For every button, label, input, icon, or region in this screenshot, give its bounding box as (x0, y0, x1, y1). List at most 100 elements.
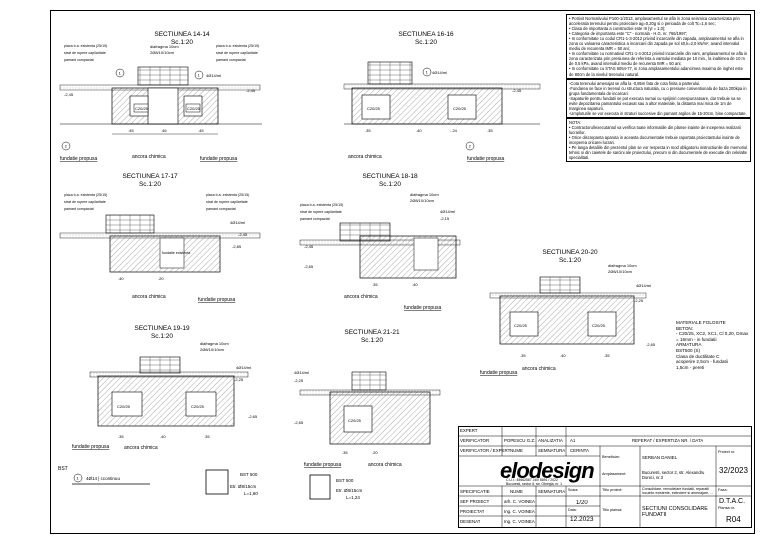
svg-text:.35: .35 (342, 450, 348, 455)
svg-text:2Ø8/10/10cm: 2Ø8/10/10cm (608, 269, 633, 274)
svg-text:2Ø8/10/10cm: 2Ø8/10/10cm (200, 347, 225, 352)
svg-text:BST 500: BST 500 (336, 478, 354, 483)
stirrup-label: 2Ø8/10/10cm (150, 50, 175, 55)
svg-text:-2,65: -2,65 (248, 414, 258, 419)
notes-block-1: • Potrivit Normativului P100-1/2013, amp… (566, 14, 751, 79)
svg-text:diafragma 10cm: diafragma 10cm (608, 263, 637, 268)
svg-text:1: 1 (77, 476, 80, 481)
svg-text:Sc.1:20: Sc.1:20 (559, 257, 581, 264)
svg-text:C20/25: C20/25 (191, 404, 205, 409)
tb-expert: EXPERT (460, 428, 478, 433)
dim-label: .45 (198, 128, 204, 133)
svg-text:1: 1 (119, 71, 122, 76)
svg-text:Sc.1:20: Sc.1:20 (139, 181, 161, 188)
svg-text:L=1,24: L=1,24 (346, 495, 360, 500)
notes-block-2: -Cota terenului amenajat se afla la -0,8… (566, 78, 751, 118)
svg-text:.40: .40 (560, 353, 566, 358)
svg-text:.35: .35 (372, 282, 378, 287)
sheet-border (50, 10, 755, 534)
svg-text:.40: .40 (412, 282, 418, 287)
svg-text:fundatie propusa: fundatie propusa (480, 370, 517, 376)
rebar-label: 4Ø14/ml (206, 73, 221, 78)
svg-text:strat de rupere capilaritate: strat de rupere capilaritate (206, 200, 248, 204)
svg-text:.20: .20 (158, 276, 164, 281)
svg-text:C20/25: C20/25 (514, 323, 528, 328)
svg-text:Sc.1:20: Sc.1:20 (151, 333, 173, 340)
svg-text:.35: .35 (365, 128, 371, 133)
svg-text:.20: .20 (372, 450, 378, 455)
section-14-14: SECTIUNEA 14-14 Sc.1:20 placa b.a. exist… (59, 31, 262, 162)
svg-text:Sc.1:20: Sc.1:20 (415, 39, 437, 46)
svg-text:diafragma 10cm: diafragma 10cm (200, 341, 229, 346)
materials-title: MATERIALE FOLOSITE (676, 320, 726, 325)
company-logo: elodesign (500, 458, 595, 483)
materials-list: MATERIALE FOLOSITE BETON:- C20/25, XC2, … (676, 320, 751, 370)
svg-text:-2,15: -2,15 (440, 216, 450, 221)
svg-text:ancora chimica: ancora chimica (368, 462, 402, 468)
dim-label: .46 (161, 128, 167, 133)
rebar-schedule: BST 1 4Ø14 | ccontinuu BST 500 Etr. Ø8/1… (58, 466, 363, 500)
svg-text:1: 1 (426, 70, 429, 75)
svg-text:fundatie existenta: fundatie existenta (162, 251, 190, 255)
block-label: C20/25 (135, 106, 149, 111)
svg-text:-2,65: -2,65 (294, 420, 304, 425)
svg-text:placa b.a. existenta (25/15): placa b.a. existenta (25/15) (64, 193, 107, 197)
svg-text:C20/25: C20/25 (348, 418, 362, 423)
svg-text:C20/25: C20/25 (453, 106, 467, 111)
svg-text:diafragma 10cm: diafragma 10cm (410, 192, 439, 197)
section-18-18: SECTIUNEA 18-18 Sc.1:20 diafragma 10cm 2… (299, 173, 461, 311)
svg-text:Sc.1:20: Sc.1:20 (361, 337, 383, 344)
svg-text:SECTIUNEA 18-18: SECTIUNEA 18-18 (362, 173, 418, 180)
svg-text:.40: .40 (160, 434, 166, 439)
svg-text:.35: .35 (487, 128, 493, 133)
layer-label-3: pamant compactat (216, 58, 246, 62)
svg-text:SECTIUNEA 19-19: SECTIUNEA 19-19 (134, 325, 190, 332)
svg-text:.35: .35 (604, 353, 610, 358)
title-block-grid (458, 426, 752, 528)
layer-label-1: placa b.a. existenta (25/15) (64, 44, 107, 48)
svg-text:1: 1 (198, 73, 201, 78)
section-17-17: SECTIUNEA 17-17 Sc.1:20 placa b.a. exist… (59, 173, 261, 303)
svg-text:-2,85: -2,85 (232, 244, 242, 249)
layer-label-3: pamant compactat (64, 58, 94, 62)
layer-label-2: strat de rupere capilaritate (216, 51, 258, 55)
svg-text:pamant compactat: pamant compactat (64, 207, 94, 211)
block-label: C20/25 (187, 106, 201, 111)
fundatie-label: fundatie propusa (200, 156, 237, 162)
svg-text:-2,65: -2,65 (646, 342, 656, 347)
svg-text:.40: .40 (118, 276, 124, 281)
svg-text:.35: .35 (204, 434, 210, 439)
svg-text:-2,25: -2,25 (294, 378, 304, 383)
diafragma-label: diafragma 10cm (150, 44, 179, 49)
svg-text:-2,25: -2,25 (234, 377, 244, 382)
svg-text:L=1,60: L=1,60 (244, 491, 258, 496)
svg-text:strat de rupere capilaritate: strat de rupere capilaritate (64, 200, 106, 204)
dim-label: .45 (128, 128, 134, 133)
svg-text:.35: .35 (118, 434, 124, 439)
svg-text:pamant compactat: pamant compactat (206, 207, 236, 211)
svg-text:.40: .40 (416, 128, 422, 133)
svg-text:-2,45: -2,45 (512, 88, 522, 93)
svg-text:4Ø14/ml: 4Ø14/ml (230, 220, 245, 225)
svg-text:.35: .35 (520, 353, 526, 358)
svg-text:ancora chimica: ancora chimica (522, 366, 556, 372)
svg-text:2Ø8/10/10cm: 2Ø8/10/10cm (410, 198, 435, 203)
svg-text:-.24: -.24 (450, 128, 458, 133)
title-block (458, 426, 752, 528)
svg-text:Etr. Ø8/15cm: Etr. Ø8/15cm (336, 488, 363, 493)
svg-text:-2,45: -2,45 (304, 244, 314, 249)
layer-label-1: placa b.a. existenta (25/15) (216, 44, 259, 48)
section-20-20: SECTIUNEA 20-20 Sc.1:20 diafragma 10cm 2… (480, 249, 656, 376)
svg-text:fundatie propusa: fundatie propusa (467, 156, 504, 162)
layer-label-2: strat de rupere capilaritate (64, 51, 106, 55)
level-label: -2,45 (246, 88, 256, 93)
svg-text:4Ø14 | ccontinuu: 4Ø14 | ccontinuu (86, 476, 120, 481)
notes-block-3: NOTA:• Contractorul/executantul va verif… (566, 117, 751, 163)
svg-text:fundatie propusa: fundatie propusa (404, 305, 441, 311)
general-notes: • Potrivit Normativului P100-1/2013, amp… (566, 14, 751, 429)
svg-text:SECTIUNEA 21-21: SECTIUNEA 21-21 (344, 329, 400, 336)
svg-text:ancora chimica: ancora chimica (348, 154, 382, 160)
section-21-21: SECTIUNEA 21-21 Sc.1:20 4Ø14/ml -2,25 C2… (294, 329, 441, 468)
